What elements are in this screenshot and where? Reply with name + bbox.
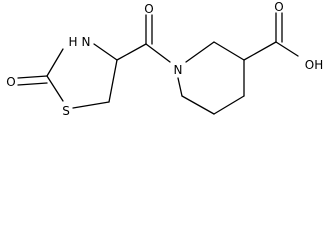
carboxylic-acid — [243, 12, 299, 61]
atom-label-thiazolidine-n: N — [82, 35, 91, 49]
bond-c2-n — [46, 48, 64, 77]
thiazolidinone-ring — [46, 43, 118, 109]
atom-label-piperidine-n: N — [174, 63, 183, 77]
atom-labels: O N H O S N O OH — [6, 0, 323, 118]
bond-s-c2 — [46, 75, 64, 102]
bond-c4-c5 — [108, 59, 118, 103]
bond-c3p-cooh — [243, 41, 277, 61]
chemical-structure-diagram: O N H O S N O OH — [6, 0, 323, 118]
bond-c6p-n — [177, 77, 183, 97]
bond-c4-carbonyl — [116, 43, 147, 61]
atom-label-thiazolidine-h: H — [68, 35, 77, 49]
atom-label-sulfur: S — [62, 104, 70, 118]
bond-c2-o-1 — [17, 75, 48, 79]
bond-c5-s — [72, 101, 110, 109]
atom-label-hydroxyl: OH — [305, 58, 323, 72]
atom-label-acid-oxygen: O — [274, 0, 283, 14]
bond-cooh-oh — [275, 41, 299, 57]
bond-c4p-c5p — [213, 95, 245, 115]
bond-c5p-c6p — [181, 95, 215, 115]
bond-n-c2p — [185, 41, 215, 63]
bond-carbonyl-n — [145, 43, 171, 63]
bond-n-c4 — [93, 43, 118, 61]
atom-label-ring-oxygen: O — [6, 75, 15, 89]
amide-linker — [116, 14, 171, 63]
bond-c2p-c3p — [213, 41, 245, 61]
bond-c2-o-2 — [17, 82, 48, 86]
piperidine-ring — [177, 41, 245, 115]
ring-carbonyl — [17, 75, 48, 86]
atom-label-carbonyl-oxygen: O — [144, 2, 153, 16]
